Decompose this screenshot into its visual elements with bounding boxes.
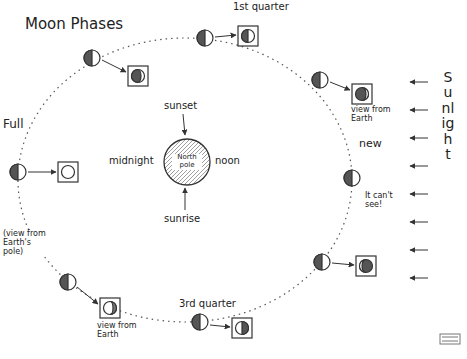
phase-label: new [358,138,383,150]
view-note: view from Earth [350,106,398,124]
sunlight-label: Sunlight [440,70,456,162]
time-label: sunset [163,100,198,111]
earth-globe: North pole [163,138,211,186]
phase-label: 3rd quarter [178,298,237,309]
time-label: noon [214,155,241,166]
orbit-moons [10,30,360,330]
phase-label: 1st quarter [232,1,290,12]
corner-scribble [440,334,460,344]
time-label: sunrise [163,213,201,224]
pole-label: North pole [172,154,202,169]
sunlight-arrows [410,82,428,278]
note: It can't see! [364,192,406,210]
view-note: view from Earth [96,322,146,340]
view-squares [58,26,376,338]
view-note: (view from Earth's pole) [2,230,48,256]
time-label: midnight [108,155,155,166]
phase-label: Full [2,118,25,131]
diagram-title: Moon Phases [24,16,124,33]
view-arrows [28,35,354,327]
orbit [18,38,352,322]
